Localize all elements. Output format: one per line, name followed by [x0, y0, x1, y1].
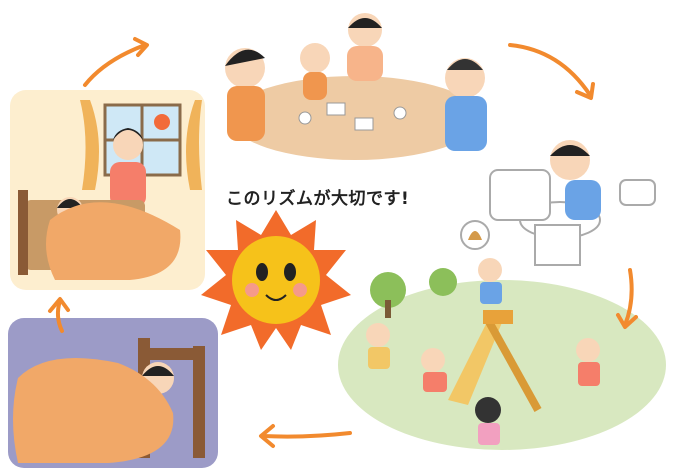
- outdoor-play-scene: [338, 258, 666, 450]
- arrow-left-icon: [259, 424, 352, 448]
- family-breakfast-illustration: [225, 13, 487, 160]
- wake-up-illustration: [18, 100, 202, 280]
- sleep-scene: [8, 318, 218, 468]
- arrow-down-right-icon: [508, 43, 595, 100]
- sleep-illustration: [13, 338, 205, 463]
- sun-character-illustration: [201, 210, 351, 350]
- toilet-illustration: [460, 140, 656, 266]
- caption-text: このリズムが大切です!: [226, 189, 410, 209]
- arrow-up-right-icon: [83, 37, 149, 87]
- arrow-down-icon: [616, 268, 638, 329]
- arrow-up-icon: [48, 297, 70, 333]
- outdoor-play-illustration: [366, 258, 600, 445]
- wake-up-scene: [10, 90, 205, 290]
